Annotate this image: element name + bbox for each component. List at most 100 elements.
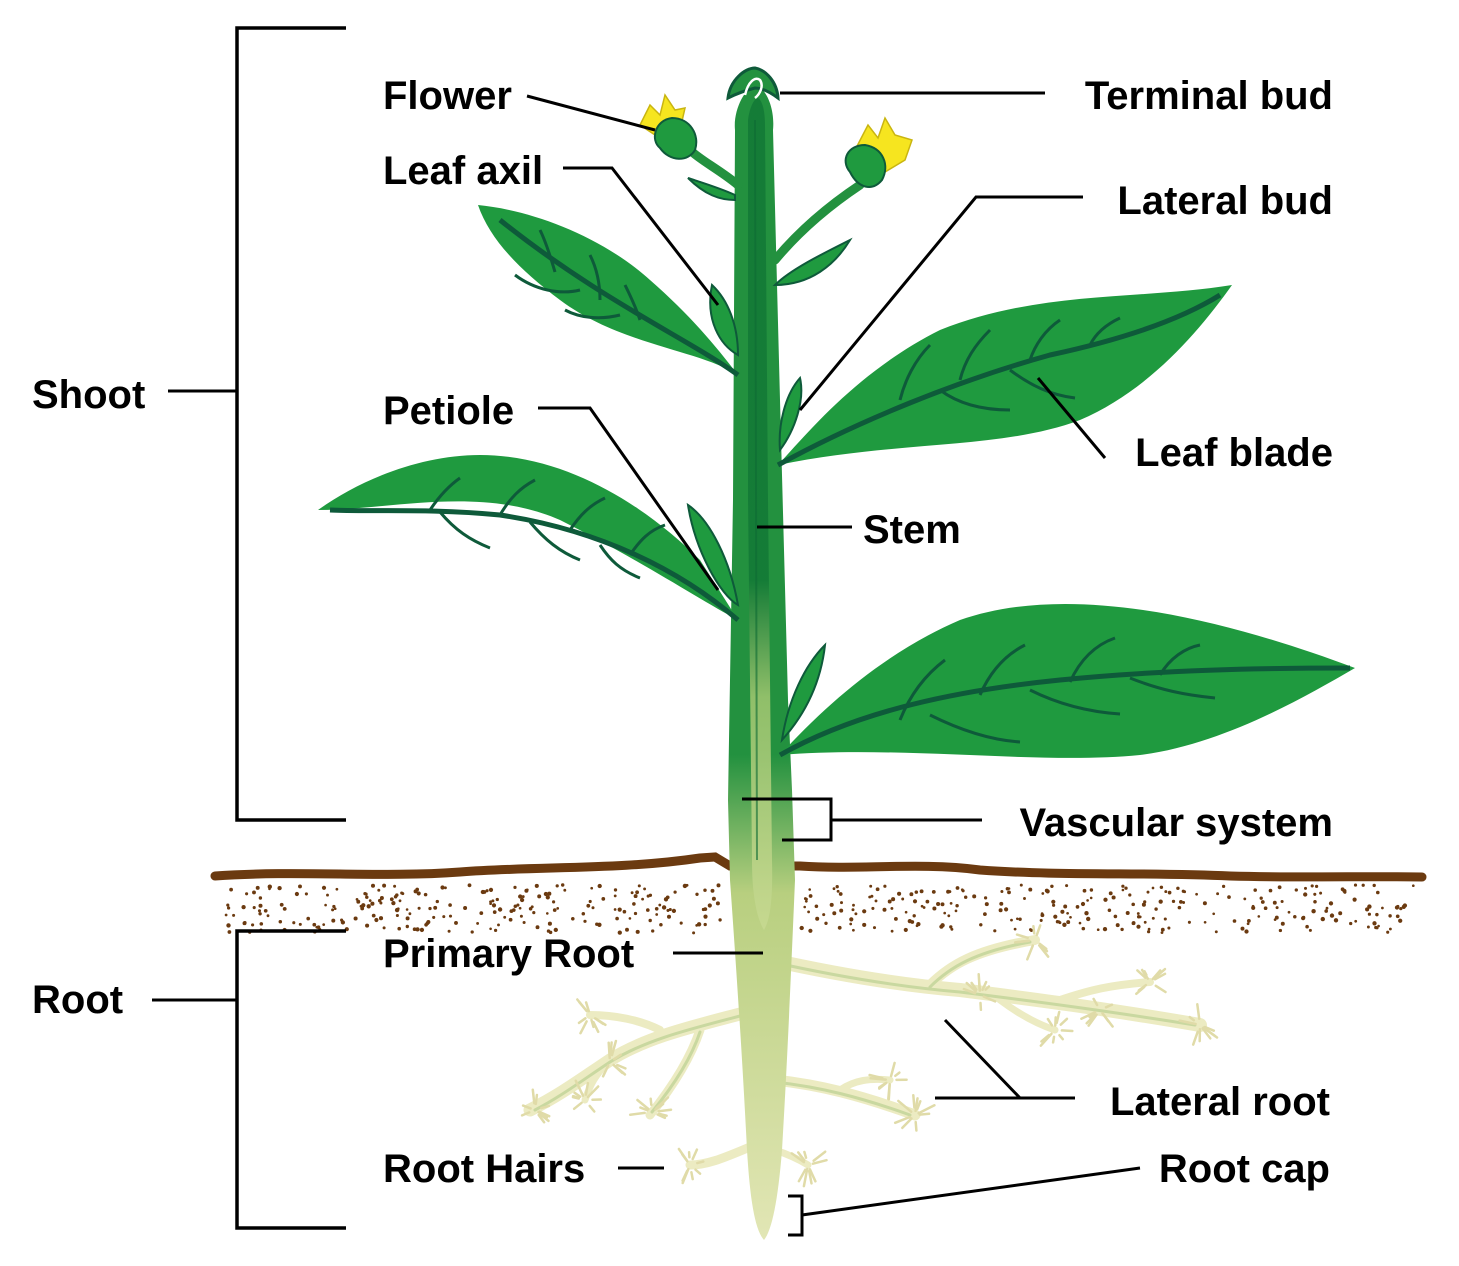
soil-speck: [485, 889, 489, 893]
soil-speck: [862, 909, 867, 914]
soil-speck: [1124, 886, 1128, 890]
flower-label: Flower: [383, 74, 512, 118]
root-hair: [1135, 985, 1146, 996]
soil-speck: [509, 909, 514, 914]
root-hair: [538, 1112, 550, 1123]
soil-speck: [1227, 895, 1231, 899]
root-hair: [610, 1039, 618, 1057]
soil-speck: [1395, 914, 1400, 919]
soil-speck: [417, 906, 421, 910]
soil-speck: [1121, 884, 1125, 888]
root-hair: [588, 1104, 596, 1113]
soil-speck: [716, 883, 721, 888]
soil-speck: [395, 893, 399, 897]
soil-speck: [476, 921, 480, 925]
soil-speck: [394, 907, 400, 913]
soil-speck: [1041, 892, 1045, 895]
soil-speck: [807, 910, 810, 914]
root-hair: [887, 1083, 891, 1101]
root-hair: [1088, 1012, 1096, 1019]
soil-speck: [1398, 918, 1403, 923]
soil-speck: [516, 903, 520, 907]
soil-speck: [882, 907, 887, 912]
soil-speck: [703, 922, 707, 927]
soil-speck: [1143, 920, 1147, 924]
soil-speck: [547, 891, 552, 896]
soil-speck: [839, 908, 844, 913]
soil-speck: [983, 912, 987, 916]
soil-speck: [949, 925, 953, 929]
root-hair: [636, 1098, 650, 1111]
soil-speck: [586, 903, 591, 908]
soil-speck: [356, 899, 361, 904]
soil-speck: [849, 922, 853, 926]
soil-speck: [1147, 930, 1151, 934]
soil-speck: [224, 913, 228, 917]
small-leaf-top-right: [772, 237, 853, 287]
soil-speck: [999, 901, 1004, 906]
soil-speck: [389, 897, 394, 902]
soil-speck: [263, 908, 268, 913]
soil-speck: [332, 904, 336, 909]
root-hair: [531, 1088, 536, 1105]
soil-speck: [1324, 909, 1328, 913]
soil-speck: [950, 927, 954, 931]
soil-speck: [252, 890, 256, 895]
soil-speck: [931, 889, 936, 894]
soil-speck: [1050, 884, 1054, 889]
soil-speck: [955, 886, 960, 890]
soil-speck: [871, 906, 875, 910]
soil-speck: [919, 889, 924, 894]
root-hair: [691, 1148, 699, 1161]
root-hair: [889, 1061, 896, 1078]
soil-speck: [912, 899, 918, 904]
soil-speck: [1069, 915, 1072, 919]
soil-speck: [628, 917, 632, 920]
soil-speck: [920, 904, 924, 908]
root-hair: [916, 1100, 922, 1111]
soil-speck: [972, 894, 977, 899]
root-hair: [1037, 944, 1050, 958]
soil-speck: [837, 925, 842, 930]
soil-speck: [1113, 914, 1118, 919]
soil-speck: [258, 903, 263, 908]
root-hair: [812, 1150, 827, 1162]
soil-speck: [890, 906, 894, 910]
soil-speck: [932, 906, 937, 911]
root-hair: [984, 985, 991, 991]
root-hair: [1058, 1033, 1065, 1041]
root-hair: [1136, 969, 1147, 979]
soil-speck: [1131, 921, 1136, 925]
lateral-root-leader: [935, 1018, 1075, 1100]
soil-speck: [1366, 925, 1370, 929]
soil-speck: [1107, 908, 1112, 913]
soil-speck: [1131, 902, 1135, 907]
soil-speck: [715, 901, 720, 906]
soil-speck: [1293, 915, 1297, 919]
soil-speck: [1221, 884, 1226, 889]
soil-speck: [1010, 918, 1013, 922]
soil-speck: [518, 906, 522, 910]
soil-speck: [1167, 890, 1172, 895]
soil-speck: [897, 891, 902, 896]
soil-speck: [1023, 897, 1026, 900]
soil-speck: [419, 927, 425, 933]
soil-speck: [555, 884, 559, 888]
soil-speck: [799, 925, 804, 931]
soil-speck: [1078, 921, 1082, 925]
root-hair: [579, 1020, 588, 1035]
soil-speck: [492, 910, 497, 914]
soil-speck: [597, 883, 602, 889]
soil-speck: [1247, 919, 1251, 923]
shoot-bracket: [235, 26, 346, 822]
soil-speck: [426, 920, 431, 924]
soil-speck: [1212, 912, 1216, 916]
vascular-system-label: Vascular system: [1019, 801, 1333, 845]
soil-speck: [1388, 914, 1392, 918]
soil-speck: [1051, 903, 1056, 907]
root-hair: [639, 1106, 649, 1112]
root-hair: [1202, 1026, 1219, 1039]
root-hair: [607, 1041, 611, 1060]
root-hairs: [520, 924, 1219, 1188]
